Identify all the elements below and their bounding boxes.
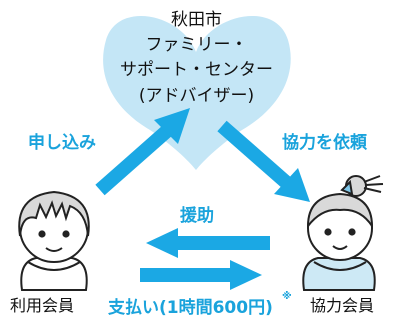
payment-label: 支払い(1時間600円) — [108, 298, 273, 318]
center-line-4: (アドバイザー) — [138, 86, 255, 106]
request-label: 協力を依頼 — [282, 133, 367, 153]
center-line-2: ファミリー・ — [145, 35, 248, 55]
apply-label: 申し込み — [28, 133, 96, 153]
heart-shape — [103, 15, 291, 171]
apply-arrow — [95, 108, 190, 196]
center-line-3: サポート・センター — [120, 60, 273, 80]
user-member-figure — [18, 190, 90, 291]
request-arrow — [217, 120, 310, 202]
center-line-1: 秋田市 — [171, 10, 222, 30]
cooperator-member-figure — [302, 175, 384, 291]
support-label: 援助 — [180, 206, 214, 226]
payment-note-mark: ※ — [282, 291, 292, 302]
payment-arrow — [140, 260, 262, 290]
user-member-label: 利用会員 — [10, 296, 75, 315]
support-arrow — [146, 228, 270, 258]
cooperator-member-label: 協力会員 — [310, 296, 375, 315]
